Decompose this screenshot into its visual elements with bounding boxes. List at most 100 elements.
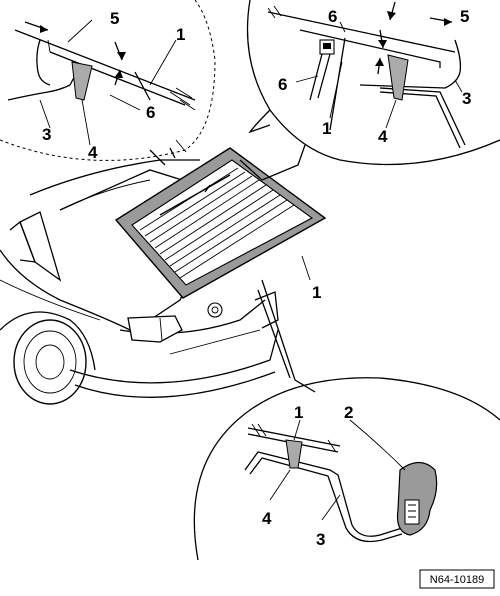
detail-circle-outline	[246, 0, 500, 166]
leader-line	[321, 494, 341, 521]
connector-pin	[323, 43, 331, 49]
leader-line	[39, 99, 51, 129]
rear-window-glass: 1	[114, 139, 327, 302]
arrow-head	[40, 25, 48, 33]
leader-line	[149, 39, 177, 86]
wheel-arch	[0, 311, 96, 371]
leader-line	[81, 99, 91, 146]
leader-line	[295, 75, 319, 83]
wheel-hub	[35, 344, 65, 380]
connector-lead	[317, 53, 331, 99]
glass-edge-end	[47, 39, 51, 53]
glass-clip	[204, 184, 211, 193]
roof-line	[29, 159, 200, 196]
callout-4: 4	[88, 143, 98, 162]
callout-1: 1	[176, 25, 185, 44]
arrow-head	[444, 18, 452, 26]
heater-wire	[244, 451, 403, 537]
callout-3: 3	[462, 89, 471, 108]
leader-line	[339, 21, 346, 33]
heater-wire-lower	[379, 91, 461, 149]
rear-wheel	[13, 319, 87, 405]
callout-1: 1	[322, 119, 331, 138]
leader-line	[109, 94, 141, 111]
leader-line	[329, 61, 343, 119]
connector-pins	[408, 504, 416, 518]
rear-bumper	[69, 329, 279, 384]
leader-line	[454, 79, 463, 93]
glass-edge-line	[299, 29, 441, 68]
leader-line	[385, 99, 397, 129]
callout-2: 2	[344, 403, 353, 422]
arrow-head	[387, 11, 396, 20]
callout-4: 4	[378, 127, 388, 146]
leader-line	[301, 255, 311, 281]
callout-6-top: 6	[328, 7, 337, 26]
detail-circle-top-left: 5 1 6 4 3	[0, 0, 216, 162]
body-character-line	[0, 279, 101, 321]
detail-pointer	[261, 279, 316, 393]
break-hatch	[169, 87, 196, 111]
leader-line	[269, 469, 291, 501]
detail-circle-outline	[0, 0, 216, 161]
break-hatch	[267, 5, 282, 19]
brand-emblem	[207, 302, 223, 318]
glass-pane	[131, 159, 314, 286]
glass-edge-line	[14, 29, 196, 101]
callout-3: 3	[42, 125, 51, 144]
heater-wire	[249, 457, 403, 543]
heater-wire-loop	[36, 39, 51, 86]
detail-circle-outline	[193, 377, 500, 561]
arrow-head	[378, 40, 387, 48]
callout-1: 1	[312, 283, 321, 302]
heater-wire	[7, 69, 79, 101]
glass-edge-line	[247, 427, 341, 447]
figure-reference: N64-10189	[419, 569, 495, 589]
tail-light-divider	[159, 317, 163, 341]
leader-top	[175, 139, 187, 153]
wheel-rim	[23, 330, 77, 394]
callout-5: 5	[460, 7, 469, 26]
callout-6-side: 6	[278, 75, 287, 94]
leader-line	[293, 419, 301, 441]
break-hatch	[251, 423, 337, 453]
terminal-connector	[387, 54, 409, 101]
emblem-center	[211, 306, 219, 314]
rear-quarter	[254, 291, 279, 329]
callout-1: 1	[294, 403, 303, 422]
callout-5: 5	[110, 9, 119, 28]
leader-line	[349, 419, 406, 471]
detail-circle-bottom: 1 2 4 3	[193, 279, 500, 561]
bumper-lower	[74, 371, 276, 398]
detail-pointer	[248, 109, 271, 134]
arrow-head	[375, 58, 384, 66]
license-plate-recess	[169, 329, 261, 355]
body-side-line	[0, 249, 131, 331]
callout-4: 4	[262, 509, 272, 528]
detail-indicator	[239, 144, 306, 181]
callout-3: 3	[316, 530, 325, 549]
figure-reference-box	[419, 569, 495, 589]
detail-pointer	[257, 289, 291, 379]
terminal-connector	[71, 61, 93, 101]
callout-6: 6	[146, 103, 155, 122]
arrow-head	[114, 70, 123, 78]
defogger-grid	[139, 167, 295, 279]
connector-socket	[404, 499, 420, 525]
arrow-head	[117, 52, 126, 60]
tail-light	[127, 315, 183, 343]
glass-edge-line	[267, 11, 456, 53]
detail-circle-top-right: 6 5 6 1 4 3	[246, 0, 500, 166]
car-rear-body	[0, 147, 279, 405]
roof-spoiler-tip	[149, 147, 176, 166]
glass-dark-line	[159, 174, 231, 216]
leader-line	[67, 19, 93, 43]
figure-reference-label: N64-10189	[430, 574, 484, 586]
heater-wire-lower	[379, 87, 466, 146]
terminal-connector	[285, 439, 303, 469]
heater-strip	[134, 71, 151, 101]
side-window	[19, 211, 62, 282]
roof-line-inner	[59, 179, 151, 211]
